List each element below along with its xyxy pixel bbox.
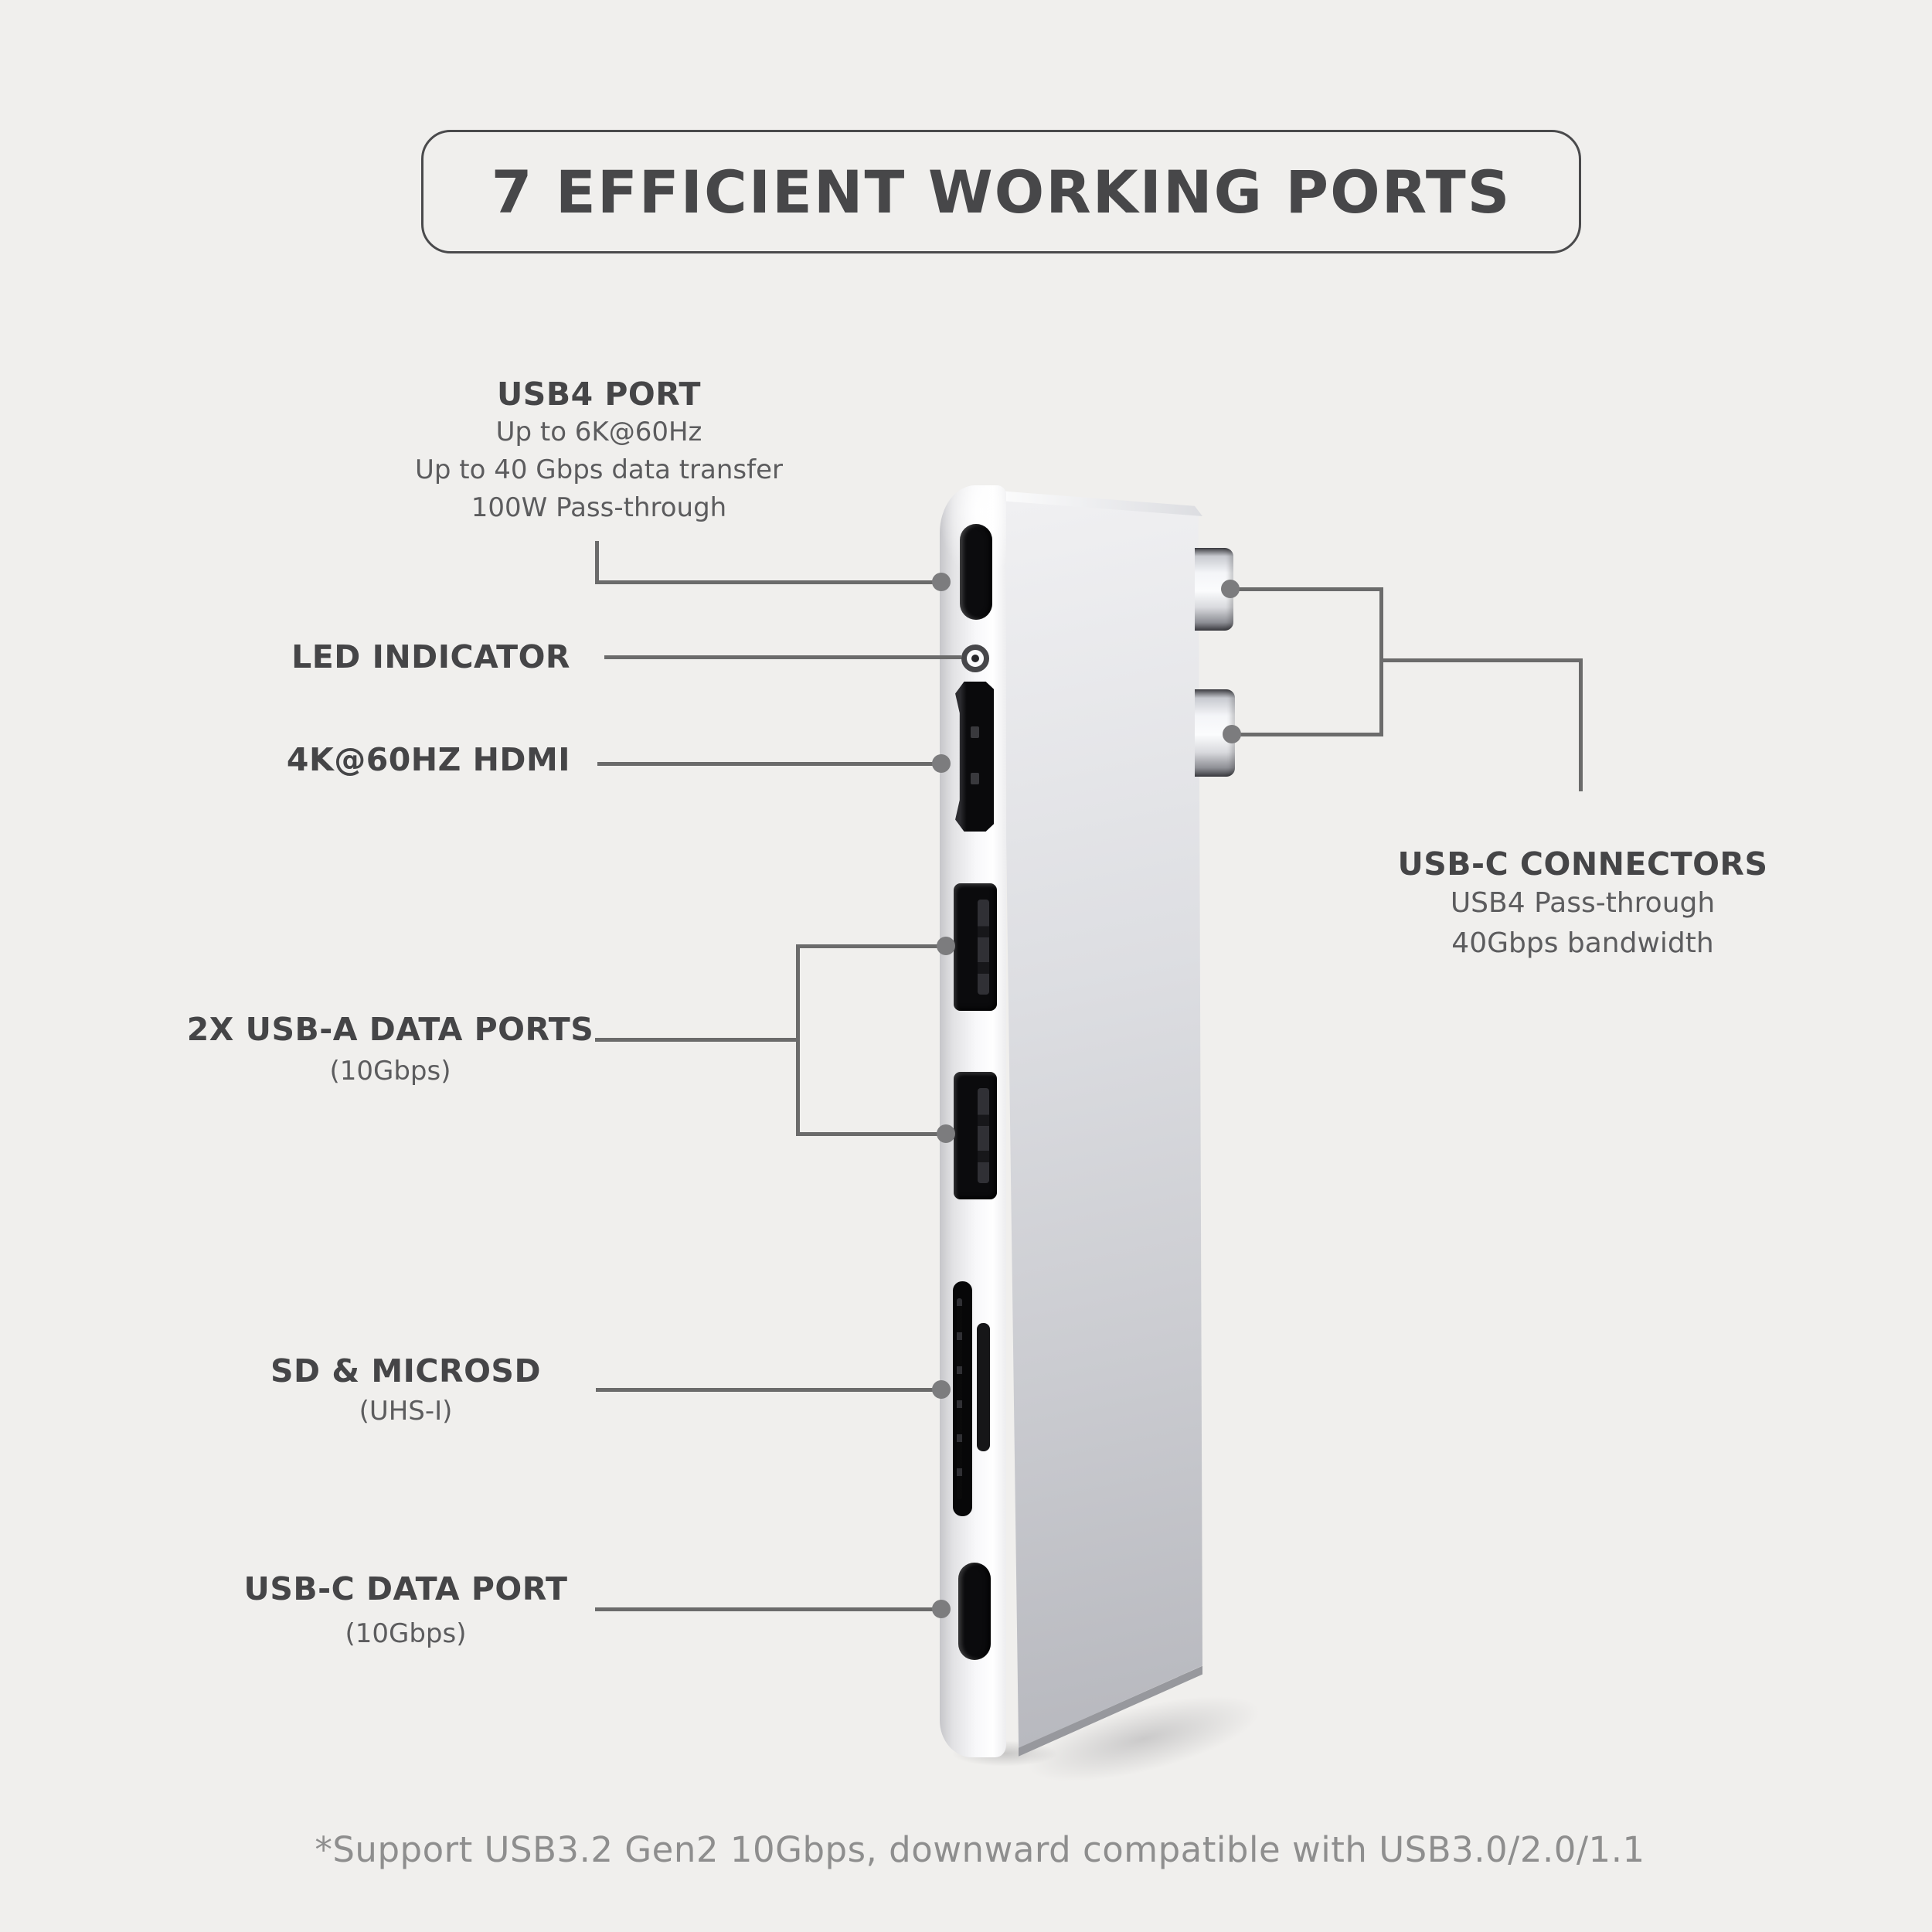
hdmi-port (955, 682, 994, 832)
usb-c-data-heading: USB-C DATA PORT (243, 1570, 568, 1607)
sd-sub: (UHS-I) (359, 1396, 453, 1427)
microsd-card-slot (977, 1323, 990, 1451)
usba-callout-stub (595, 1038, 798, 1042)
led-indicator-light (961, 645, 989, 672)
hub-side-face (1002, 499, 1202, 1748)
led-indicator-label: LED INDICATOR (291, 638, 570, 676)
led-indicator-heading: LED INDICATOR (291, 638, 570, 675)
usb-a-sub: (10Gbps) (329, 1056, 451, 1087)
sd-heading: SD & MICROSD (270, 1352, 541, 1389)
footnote: *Support USB3.2 Gen2 10Gbps, downward co… (315, 1829, 1645, 1870)
usb-a-port-2 (954, 1072, 997, 1199)
connectors-callout-mid (1379, 658, 1583, 662)
connectors-callout-dot-bottom (1223, 725, 1241, 743)
usb-c-connectors-detail-1: USB4 Pass-through (1450, 887, 1716, 919)
usbc-data-callout-line (595, 1607, 943, 1611)
usb-c-connectors-heading: USB-C CONNECTORS (1397, 845, 1768, 883)
sd-card-slot (953, 1281, 972, 1516)
usb-c-connectors-label: USB-C CONNECTORS USB4 Pass-through 40Gbp… (1397, 845, 1767, 964)
usb-c-data-port (958, 1563, 991, 1660)
usb-c-connectors-detail-2: 40Gbps bandwidth (1451, 927, 1714, 959)
usb4-callout-line-horizontal (595, 580, 944, 584)
hdmi-callout-dot (932, 754, 951, 773)
usb4-port-detail-2: Up to 40 Gbps data transfer (415, 454, 783, 485)
usb-a-label: 2X USB-A DATA PORTS (10Gbps) (187, 1010, 594, 1090)
usb-c-data-label: USB-C DATA PORT (10Gbps) (244, 1570, 568, 1655)
sd-callout-line (596, 1388, 943, 1392)
usb4-port-detail-1: Up to 6K@60Hz (495, 417, 702, 447)
usb-c-data-sub: (10Gbps) (345, 1618, 467, 1649)
usbc-data-callout-dot (932, 1600, 951, 1618)
hdmi-label: 4K@60HZ HDMI (287, 740, 570, 779)
usba-callout-line-bottom (796, 1132, 947, 1136)
usb4-port-label: USB4 PORT Up to 6K@60Hz Up to 40 Gbps da… (415, 375, 783, 527)
sd-callout-dot (932, 1380, 951, 1399)
usb4-port (960, 524, 992, 620)
usb4-port-heading: USB4 PORT (497, 376, 701, 413)
usb4-callout-line-vertical (595, 541, 599, 583)
usb4-callout-dot (932, 573, 951, 591)
usba-callout-vertical (796, 944, 800, 1136)
connectors-callout-dot-top (1221, 580, 1240, 598)
hdmi-callout-line (597, 762, 944, 766)
usba-callout-dot-bottom (937, 1124, 955, 1143)
page-title: 7 EFFICIENT WORKING PORTS (491, 157, 1512, 226)
usb-a-port-1 (954, 883, 997, 1011)
usb-a-heading: 2X USB-A DATA PORTS (186, 1011, 594, 1048)
sd-label: SD & MICROSD (UHS-I) (270, 1352, 541, 1432)
usba-callout-line-top (796, 944, 947, 948)
connectors-callout-line-bottom (1232, 733, 1383, 736)
connectors-callout-line-top (1230, 587, 1383, 591)
title-banner: 7 EFFICIENT WORKING PORTS (421, 130, 1581, 253)
hdmi-heading: 4K@60HZ HDMI (286, 741, 570, 778)
usba-callout-dot-top (937, 937, 955, 955)
led-callout-line (604, 655, 961, 659)
usb4-port-detail-3: 100W Pass-through (471, 492, 727, 523)
connectors-callout-drop (1579, 658, 1583, 791)
